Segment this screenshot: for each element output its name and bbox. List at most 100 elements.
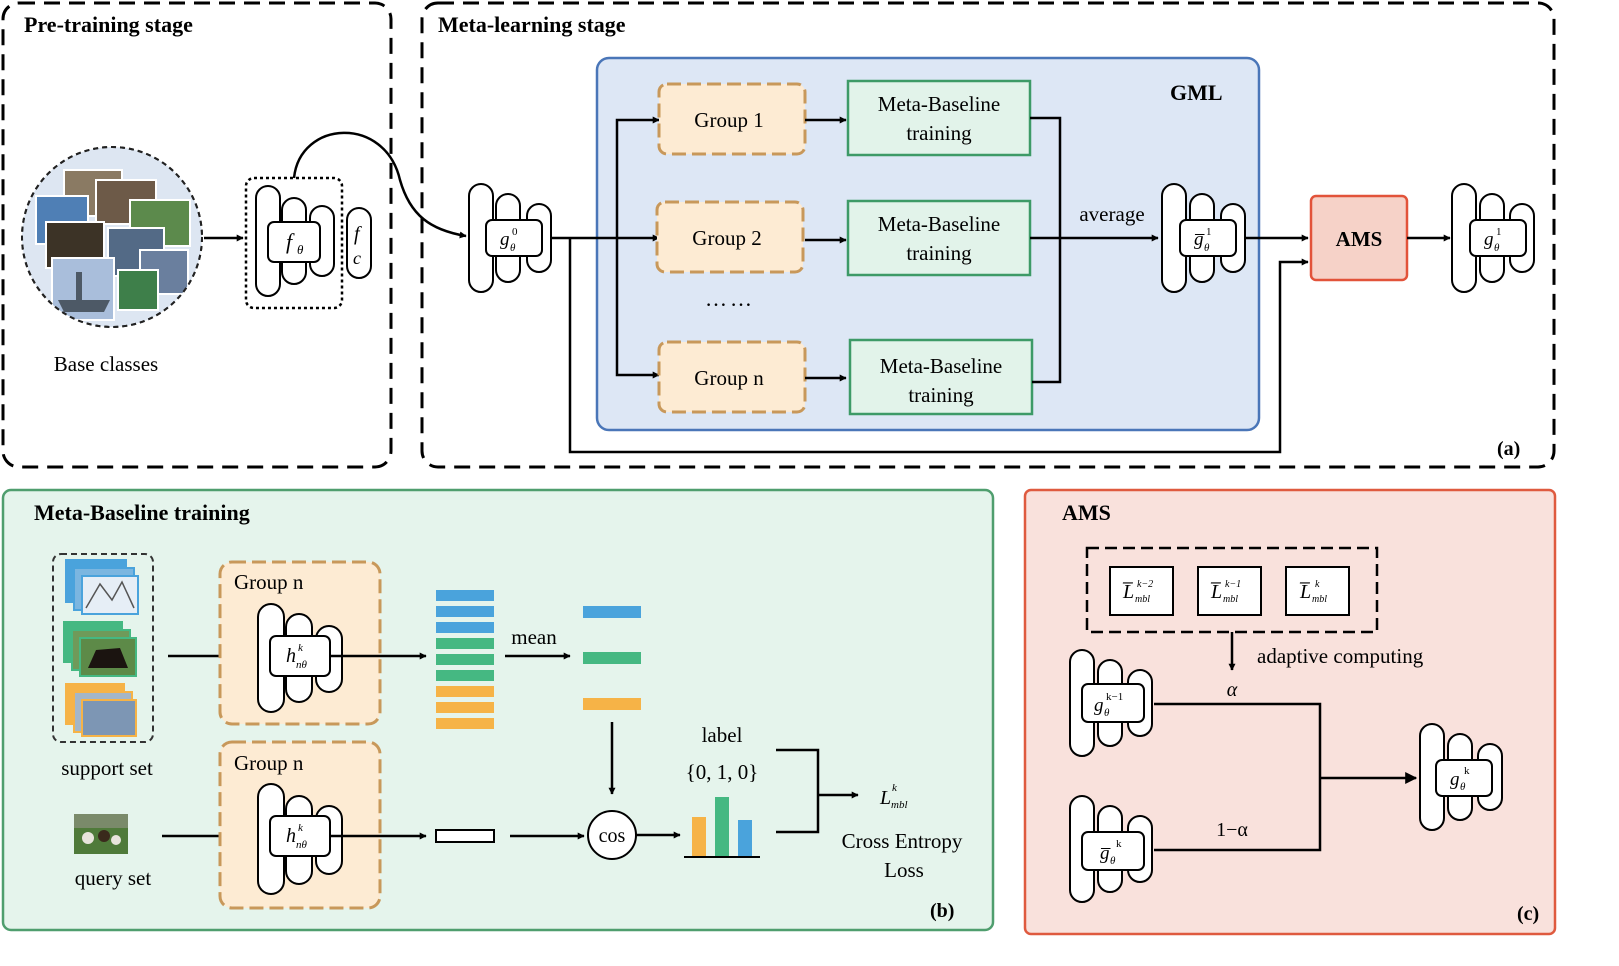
gbar-k-base: g̅ — [1100, 843, 1111, 864]
g1-sub: θ — [1494, 242, 1500, 254]
label-word: label — [702, 723, 743, 747]
mean-label: mean — [511, 625, 557, 649]
training-2-line2: training — [906, 241, 972, 265]
h-top-base: h — [286, 645, 296, 667]
g0-base: g — [500, 229, 510, 250]
training-1-line2: training — [906, 121, 972, 145]
base-classes-image — [21, 146, 203, 328]
mbt-panel: Meta-Baseline training (b) support set — [1, 488, 995, 932]
group-2-label: Group 2 — [692, 226, 761, 250]
g-k-sup: k — [1464, 765, 1470, 777]
one-minus-alpha-label: 1−α — [1216, 819, 1248, 841]
loss-base: L — [879, 787, 891, 809]
loss-bracket — [776, 748, 859, 834]
group-distribution-arrows — [551, 116, 1309, 454]
h-top-sup: k — [298, 642, 304, 654]
gbar-k-sup: k — [1116, 838, 1122, 850]
loss-k1-base: L̅ — [1210, 581, 1222, 603]
training-box-1: Meta-Baseline training — [846, 79, 1032, 157]
pretrain-classifier: f c — [346, 207, 372, 279]
group-1-box: Group 1 — [657, 82, 807, 156]
h-bottom-sup: k — [298, 822, 304, 834]
support-set-images — [52, 553, 154, 743]
training-2-line1: Meta-Baseline — [878, 212, 1000, 236]
transfer-curve-arrow — [292, 131, 467, 239]
h-bottom-base: h — [286, 825, 296, 847]
loss-k-minus-1: L̅ mbl k−1 — [1197, 566, 1262, 616]
g1-sup: 1 — [1496, 226, 1502, 238]
training-1-line1: Meta-Baseline — [878, 92, 1000, 116]
g-k-sub: θ — [1460, 781, 1466, 793]
classifier-c-symbol: c — [353, 248, 361, 268]
support-features — [436, 590, 494, 729]
loss-k1-sub: mbl — [1223, 594, 1238, 605]
panel-a-label: (a) — [1497, 438, 1520, 460]
base-classes-label: Base classes — [54, 352, 158, 376]
ams-box-label: AMS — [1336, 227, 1383, 251]
model-g-k-minus-1: g θ k−1 — [1069, 649, 1153, 757]
model-gbar1: g̅ θ 1 — [1161, 183, 1246, 293]
average-label: average — [1079, 202, 1144, 226]
label-set: {0, 1, 0} — [686, 760, 759, 784]
loss-k: L̅ mbl k — [1285, 566, 1350, 616]
ams-box: AMS — [1309, 194, 1409, 282]
training-box-2: Meta-Baseline training — [846, 199, 1032, 277]
g0-sub: θ — [510, 242, 516, 254]
pretraining-title: Pre-training stage — [24, 12, 193, 37]
gbar1-sub: θ — [1204, 242, 1210, 254]
training-box-n: Meta-Baseline training — [848, 338, 1034, 416]
loss-k-sub: mbl — [1312, 594, 1327, 605]
g-prev-base: g — [1094, 695, 1104, 716]
g-prev-sub: θ — [1104, 707, 1110, 719]
gbar1-base: g̅ — [1194, 229, 1205, 250]
support-set-label: support set — [61, 756, 153, 780]
cos-node: cos — [587, 810, 637, 860]
g-k-base: g — [1450, 769, 1460, 790]
ellipsis: …… — [705, 286, 755, 311]
group-to-training-arrows — [805, 116, 847, 382]
gbar1-sup: 1 — [1206, 226, 1212, 238]
pretraining-panel: Pre-training stage Base classes — [1, 1, 467, 469]
loss-k-sup: k — [1315, 579, 1320, 590]
h-bottom-sub: nθ — [296, 839, 308, 851]
mbt-group-bottom: Group n h nθ k — [218, 740, 382, 910]
loss-sup: k — [892, 782, 898, 794]
alpha-label: α — [1227, 679, 1238, 701]
loss-k-base: L̅ — [1299, 581, 1311, 603]
gbar-k-sub: θ — [1110, 855, 1116, 867]
loss-text-line2: Loss — [884, 858, 924, 882]
model-gbar-k: g̅ θ k — [1069, 795, 1153, 903]
group-2-box: Group 2 — [655, 200, 805, 274]
query-image — [74, 814, 128, 854]
group-1-label: Group 1 — [694, 108, 763, 132]
encoder-f-symbol: f — [286, 229, 295, 254]
loss-k1-sup: k−1 — [1225, 579, 1241, 590]
pretrain-encoder: f θ — [244, 176, 344, 310]
ams-panel: AMS (c) L̅ mbl k−2 L̅ mbl k−1 L̅ mbl k a… — [1023, 488, 1557, 936]
mbt-group-top-label: Group n — [234, 570, 304, 594]
training-n-line2: training — [908, 383, 974, 407]
ams-title: AMS — [1062, 500, 1111, 525]
loss-k2-base: L̅ — [1122, 581, 1134, 603]
model-g1: g θ 1 — [1451, 183, 1535, 293]
panel-b-label: (b) — [930, 900, 954, 922]
loss-k2-sup: k−2 — [1137, 579, 1153, 590]
mbt-title: Meta-Baseline training — [34, 500, 250, 525]
model-g-k: g θ k — [1419, 723, 1503, 831]
g1-base: g — [1484, 229, 1494, 250]
loss-text-line1: Cross Entropy — [842, 829, 963, 853]
logits-bars — [684, 797, 760, 858]
loss-history-box — [1085, 546, 1379, 634]
group-n-label: Group n — [694, 366, 764, 390]
prototypes — [583, 606, 641, 710]
gml-label: GML — [1170, 80, 1223, 105]
mbt-group-top: Group n h nθ k — [218, 560, 382, 726]
g-prev-sup: k−1 — [1106, 691, 1123, 703]
h-top-sub: nθ — [296, 659, 308, 671]
query-set-label: query set — [75, 866, 152, 890]
loss-k2-sub: mbl — [1135, 594, 1150, 605]
mbt-group-bottom-label: Group n — [234, 751, 304, 775]
encoder-theta-symbol: θ — [297, 242, 304, 257]
classifier-f-symbol: f — [354, 223, 362, 245]
